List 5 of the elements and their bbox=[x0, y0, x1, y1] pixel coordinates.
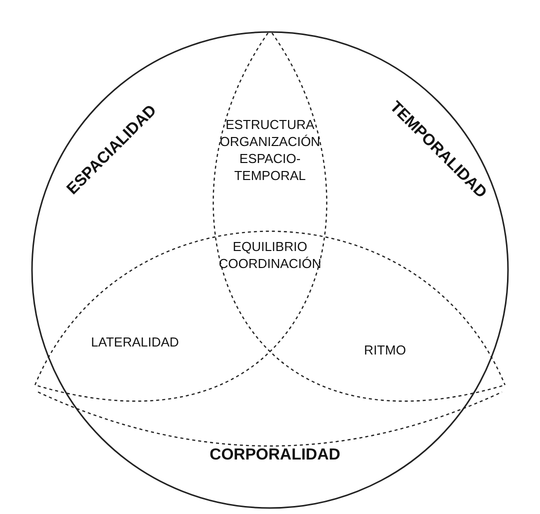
region-label: ESTRUCTURA ORGANIZACIÓN ESPACIO-TEMPORAL bbox=[218, 116, 322, 184]
set-label: CORPORALIDAD bbox=[210, 446, 340, 464]
region-label: LATERALIDAD bbox=[91, 334, 179, 350]
region-label: EQUILIBRIO COORDINACIÓN bbox=[218, 238, 322, 272]
region-label: RITMO bbox=[364, 342, 406, 358]
